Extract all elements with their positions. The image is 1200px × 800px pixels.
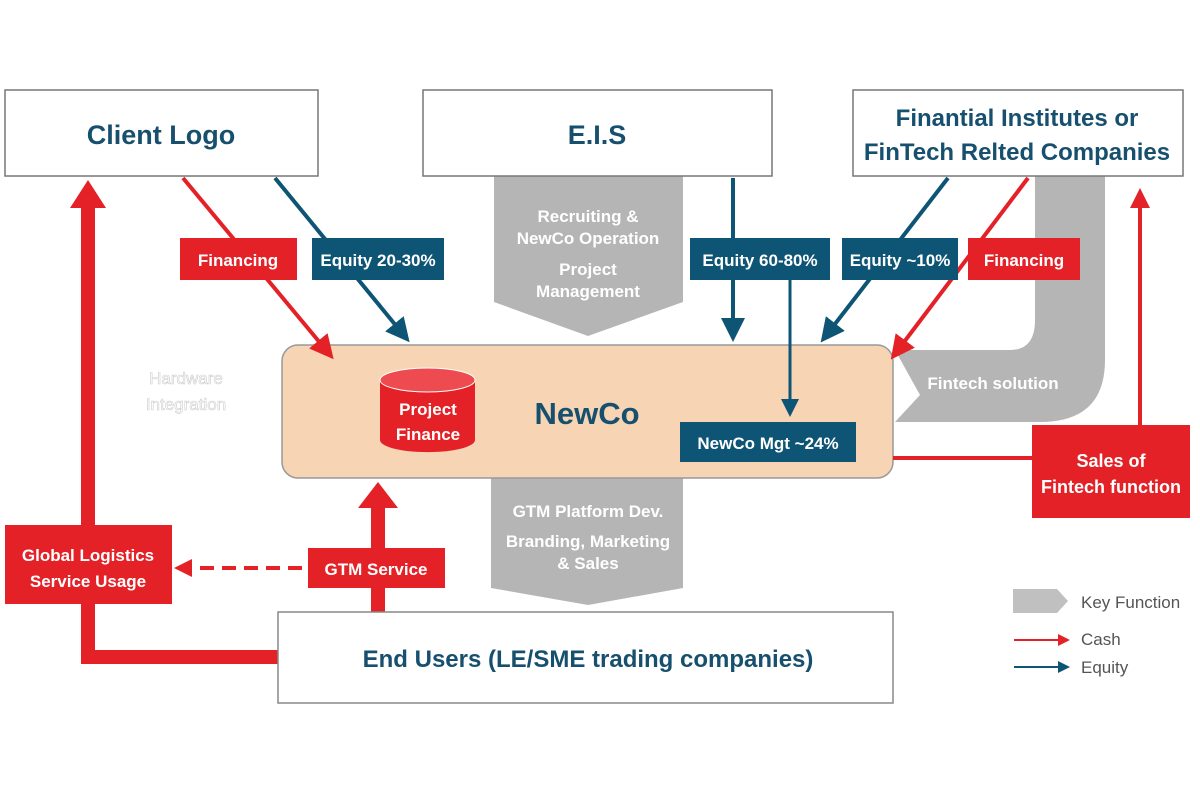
legend-equity: Equity (1081, 658, 1129, 677)
legend-cash: Cash (1081, 630, 1121, 649)
arrowhead-up-icon (1130, 188, 1150, 208)
newco-mgt-label: NewCo Mgt ~24% (680, 422, 856, 462)
cash-arrow-fin-to-newco (890, 176, 1030, 360)
eis-function-text: Project (559, 260, 617, 279)
key-function-swatch (1013, 589, 1068, 613)
label-text: NewCo Mgt ~24% (697, 434, 838, 453)
project-finance-label: Finance (396, 425, 460, 444)
financial-institutes-box: Finantial Institutes or FinTech Relted C… (852, 89, 1184, 177)
financing-right-label: Financing (968, 238, 1080, 280)
label-text: Equity 20-30% (320, 251, 435, 270)
eis-box: E.I.S (422, 89, 773, 177)
eis-label: E.I.S (568, 120, 627, 150)
hardware-integration-text: Hardware (149, 369, 223, 388)
label-text: Financing (984, 251, 1064, 270)
equity-eis-label: Equity 60-80% (690, 238, 830, 280)
hardware-integration-text: Integration (146, 395, 226, 414)
label-text: Sales of (1076, 451, 1146, 471)
eis-function-text: Recruiting & (537, 207, 638, 226)
financing-left-label: Financing (180, 238, 297, 280)
end-users-label: End Users (LE/SME trading companies) (363, 646, 814, 673)
gtm-function-text: & Sales (557, 554, 618, 573)
project-finance-label: Project (399, 400, 457, 419)
project-finance-cylinder: Project Finance (379, 367, 476, 453)
gtm-function-text: Branding, Marketing (506, 532, 670, 551)
eis-key-function (494, 176, 683, 336)
cash-arrow-endusers-to-client (81, 205, 278, 664)
newco-label: NewCo (534, 396, 639, 431)
gtm-function-text: GTM Platform Dev. (513, 502, 664, 521)
arrowhead-left-icon (174, 559, 192, 577)
eis-function-text: Management (536, 282, 640, 301)
eis-function-text: NewCo Operation (517, 229, 660, 248)
client-logo-label: Client Logo (87, 120, 235, 150)
arrowhead-up-icon (358, 482, 398, 508)
global-logistics-label: Global Logistics Service Usage (5, 525, 172, 604)
legend: Key Function Cash Equity (1013, 589, 1180, 677)
fintech-function-text: Fintech solution (927, 374, 1058, 393)
gtm-key-function (491, 478, 683, 605)
label-text: Service Usage (30, 572, 146, 591)
fin-label-1: Finantial Institutes or (896, 105, 1139, 132)
client-logo-box: Client Logo (4, 89, 319, 177)
label-text: Equity ~10% (850, 251, 951, 270)
label-text: Global Logistics (22, 546, 154, 565)
equity-client-label: Equity 20-30% (312, 238, 444, 280)
gtm-service-label: GTM Service (308, 548, 445, 588)
arrowhead-up-icon (70, 180, 106, 208)
legend-key-function: Key Function (1081, 593, 1180, 612)
equity-fin-label: Equity ~10% (842, 238, 958, 280)
fin-label-2: FinTech Relted Companies (864, 139, 1170, 166)
label-text: GTM Service (325, 560, 428, 579)
label-text: Equity 60-80% (702, 251, 817, 270)
label-text: Financing (198, 251, 278, 270)
end-users-box: End Users (LE/SME trading companies) (277, 611, 894, 704)
label-text: Fintech function (1041, 477, 1181, 497)
fintech-key-function (895, 176, 1105, 422)
sales-fintech-label: Sales of Fintech function (1032, 425, 1190, 518)
